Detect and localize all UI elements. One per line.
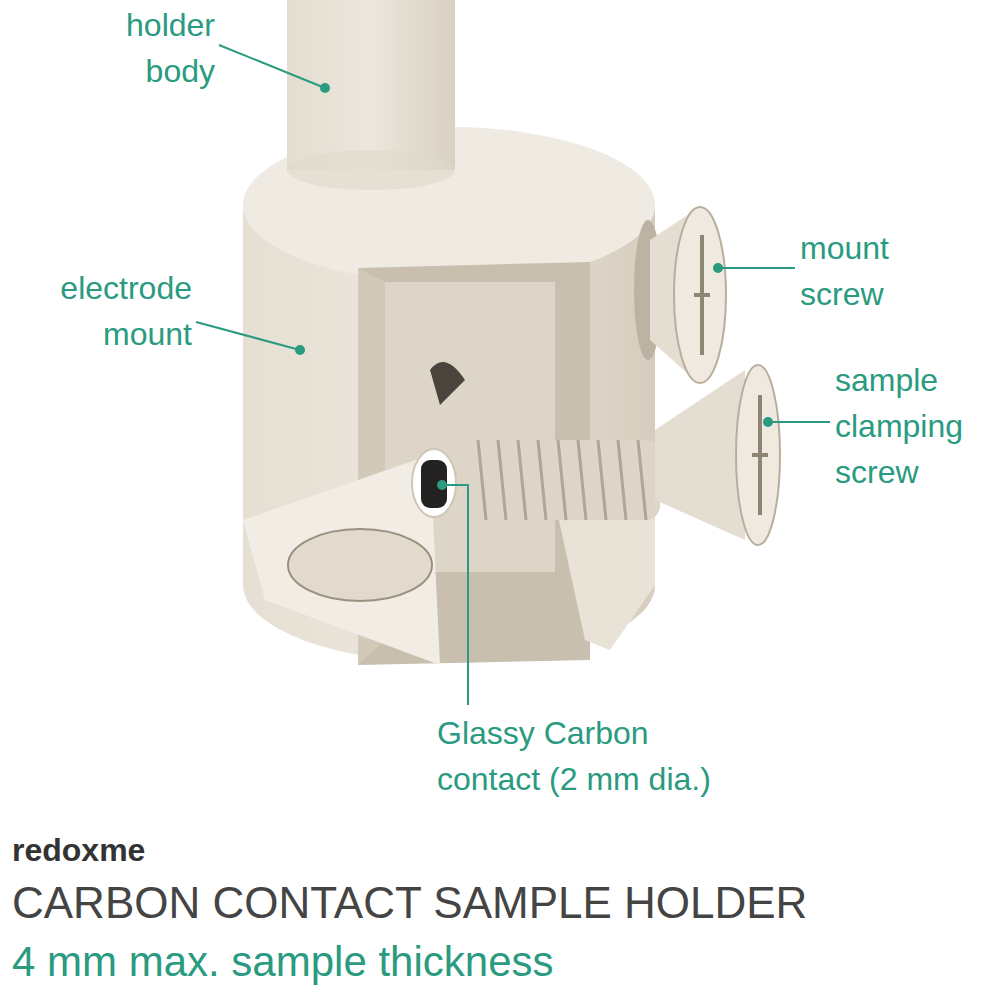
brand-logo: redoxme — [12, 830, 312, 870]
part-label: holder body — [95, 2, 215, 94]
part-label: mount screw — [800, 225, 910, 317]
part-label: sample clamping screw — [835, 357, 980, 495]
title: CARBON CONTACT SAMPLE HOLDER — [12, 876, 807, 930]
part-label: electrode mount — [42, 265, 192, 357]
part-label: Glassy Carbon contact (2 mm dia.) — [437, 710, 737, 802]
caption: 4 mm max. sample thickness — [12, 936, 554, 988]
